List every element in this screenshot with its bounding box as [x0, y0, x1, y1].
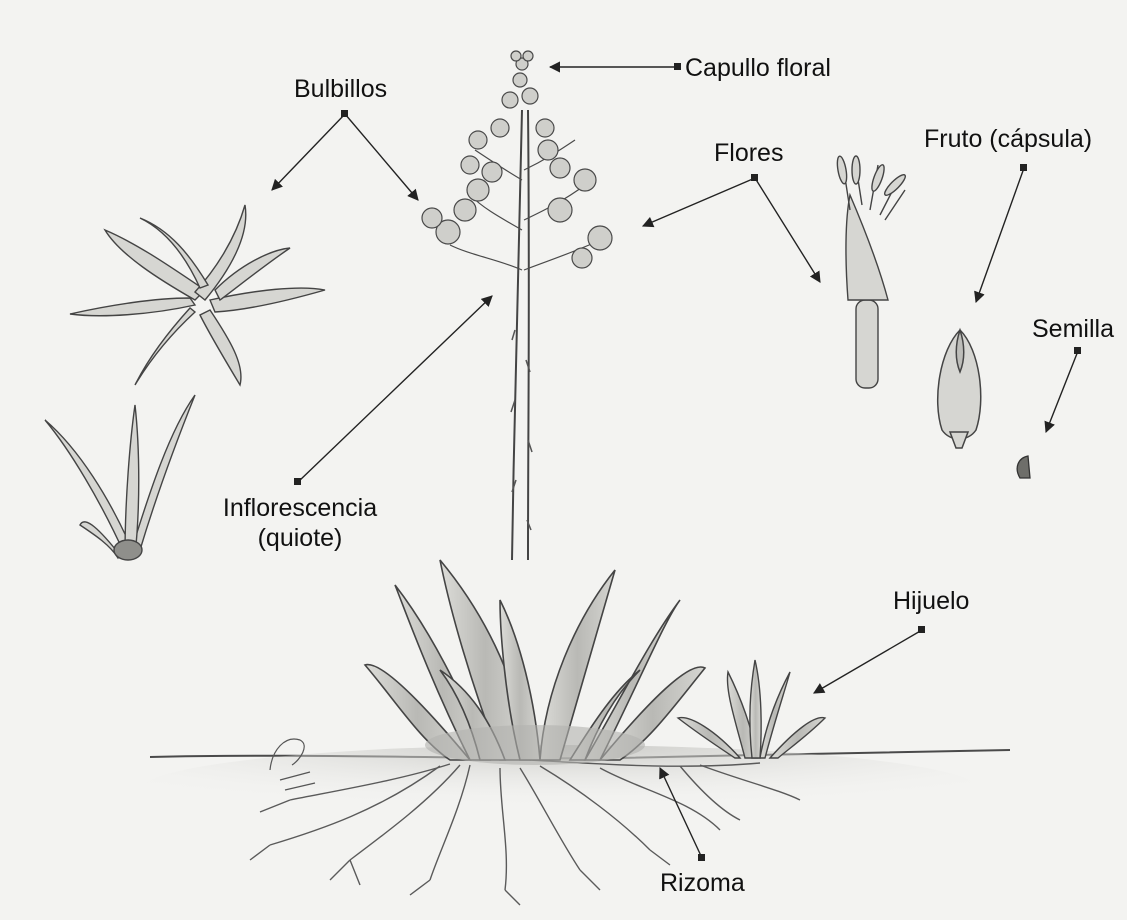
- bulbillos-cluster: [70, 205, 325, 385]
- label-capullo-floral: Capullo floral: [685, 53, 831, 83]
- agave-rosette: [365, 560, 705, 765]
- label-semilla: Semilla: [1032, 314, 1114, 344]
- label-inflorescencia: Inflorescencia (quiote): [214, 493, 386, 553]
- flower-clusters: [422, 51, 612, 270]
- seed: [1017, 456, 1030, 478]
- label-flores: Flores: [714, 138, 783, 168]
- flower-detail: [836, 156, 908, 388]
- quiote-stalk: [511, 110, 532, 560]
- label-inflorescencia-line2: (quiote): [214, 523, 386, 553]
- label-bulbillos: Bulbillos: [294, 74, 387, 104]
- label-fruto: Fruto (cápsula): [924, 124, 1092, 154]
- leader-lines: [272, 63, 1081, 861]
- label-rizoma: Rizoma: [660, 868, 745, 898]
- bulbillo-single: [45, 395, 195, 560]
- label-hijuelo: Hijuelo: [893, 586, 969, 616]
- fruit-capsule: [938, 330, 981, 448]
- label-inflorescencia-line1: Inflorescencia: [214, 493, 386, 523]
